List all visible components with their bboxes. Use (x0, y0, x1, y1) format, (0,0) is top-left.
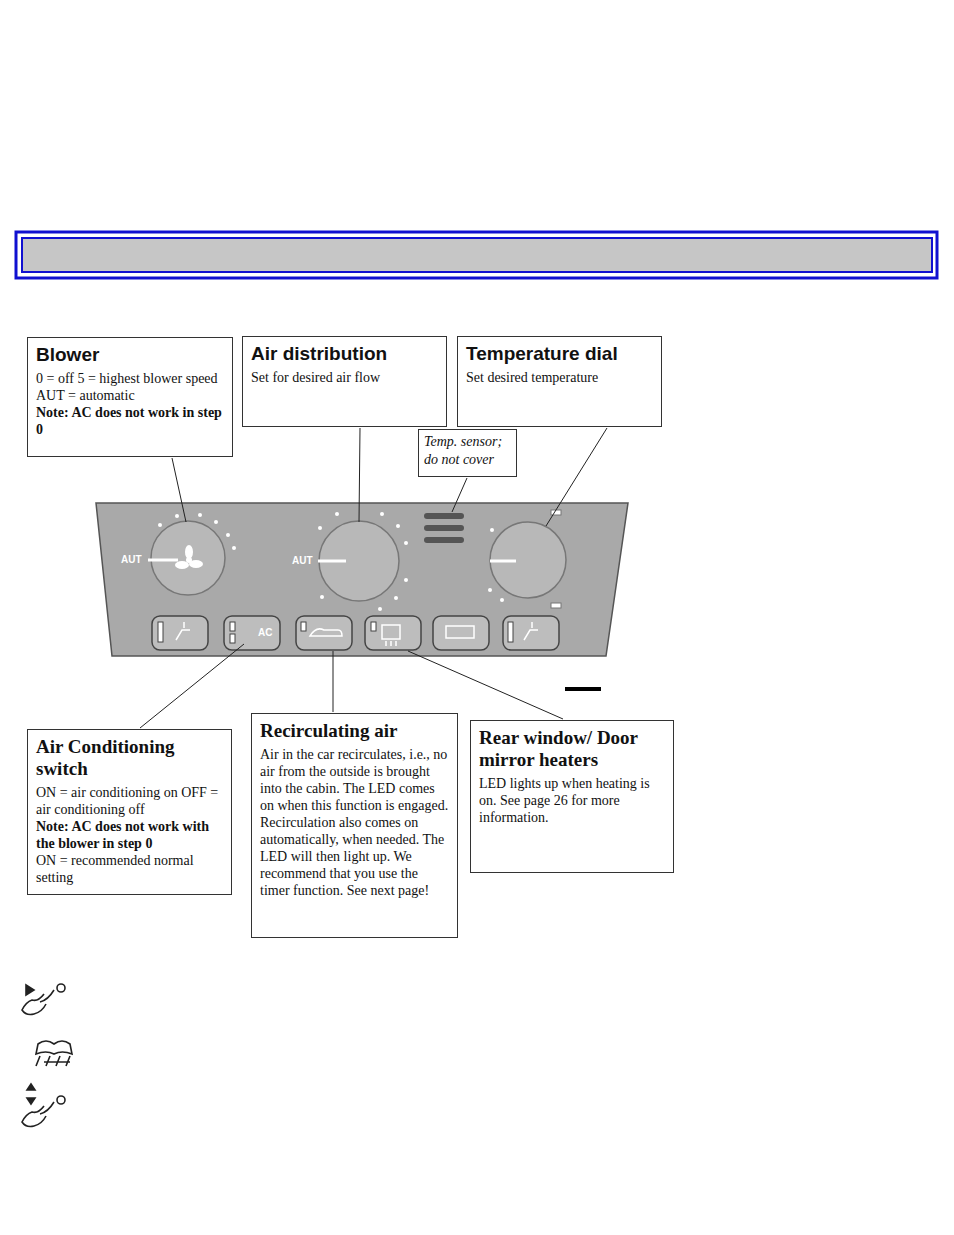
callout-box: Air Conditioning switch ON = air conditio… (27, 729, 232, 895)
callout-text: ON = air conditioning on OFF = air condi… (36, 784, 223, 818)
panel-label: AUT (292, 555, 313, 566)
callout-heading: Blower (36, 344, 224, 366)
callout-box: Rear window/ Door mirror heatersLED ligh… (470, 720, 674, 873)
callout-text: Note: AC does not work with the blower i… (36, 818, 223, 852)
callout-text: Air in the car recirculates, i.e., no ai… (260, 746, 449, 900)
callout-text: Set desired temperature (466, 369, 653, 386)
callout-text: Note: AC does not work in step 0 (36, 404, 224, 438)
callout-text: 0 = off 5 = highest blower speed AUT = a… (36, 370, 224, 404)
callout-box: Air distributionSet for desired air flow (242, 336, 447, 427)
callout-box: Temp. sensor; do not cover (418, 429, 517, 477)
callout-heading: Air Conditioning switch (36, 736, 223, 780)
panel-label: AUT (121, 554, 142, 565)
callout-heading: Rear window/ Door mirror heaters (479, 727, 665, 771)
callout-box: Temperature dialSet desired temperature (457, 336, 662, 427)
callout-heading: Recirculating air (260, 720, 449, 742)
callout-heading: Air distribution (251, 343, 438, 365)
panel-label: AC (258, 627, 272, 638)
callout-heading: Temp. sensor; do not cover (424, 433, 511, 468)
callout-text: Set for desired air flow (251, 369, 438, 386)
callout-box: Recirculating airAir in the car recircul… (251, 713, 458, 938)
callout-text: LED lights up when heating is on. See pa… (479, 775, 665, 826)
callout-text: ON = recommended normal setting (36, 852, 223, 886)
callout-box: Blower 0 = off 5 = highest blower speed A… (27, 337, 233, 457)
callout-heading: Temperature dial (466, 343, 653, 365)
